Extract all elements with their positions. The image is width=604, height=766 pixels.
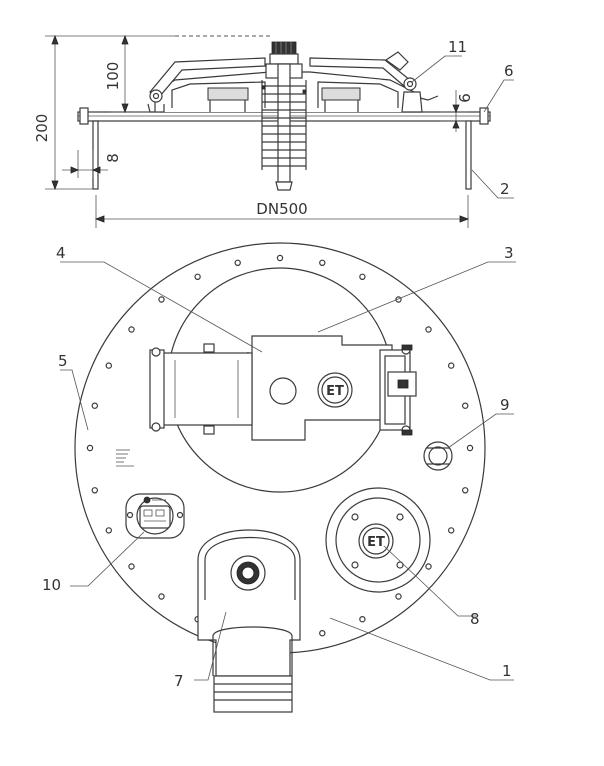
valve-tip <box>275 181 293 191</box>
nameplate-text-block <box>116 449 134 467</box>
callout-4: 4 <box>56 244 66 262</box>
bolt-hole <box>425 326 432 333</box>
callout-10: 10 <box>42 576 61 594</box>
gauge-fitting <box>125 493 185 539</box>
dim-height-total: 200 <box>33 114 51 143</box>
callout-11: 11 <box>448 38 467 56</box>
callout-2: 2 <box>500 180 510 198</box>
vent-fitting <box>423 441 453 471</box>
inspection-port: ET <box>325 487 431 593</box>
dim-diameter: DN500 <box>256 200 307 218</box>
lid-plate-boss <box>269 377 297 405</box>
bolt-hole <box>91 487 99 494</box>
bolt-hole <box>86 444 94 452</box>
valve-spring <box>261 80 307 170</box>
dim-gap: 6 <box>456 93 474 103</box>
callout-8: 8 <box>470 610 480 628</box>
bolt-hole <box>194 273 201 280</box>
flange-bolt-left <box>79 107 89 125</box>
lid-emblem-text: ET <box>326 384 344 399</box>
bolt-hole <box>462 402 469 409</box>
bolt-hole <box>462 487 469 494</box>
lid-emblem <box>317 372 353 408</box>
bolt-hole <box>319 630 326 637</box>
bolt-hole <box>91 402 99 409</box>
bolt-hole <box>105 362 113 369</box>
bolt-hole <box>276 254 284 262</box>
dim-flange-offset: 8 <box>104 153 122 163</box>
bolt-hole <box>105 527 113 534</box>
bolt-hole <box>448 527 455 534</box>
flange-bolt-holes <box>86 254 474 642</box>
bolt-hole <box>128 326 135 333</box>
bolt-hole <box>466 444 474 452</box>
callout-6: 6 <box>504 62 514 80</box>
flange-bolt-right <box>479 107 489 125</box>
plan-view: ET <box>42 242 516 713</box>
discharge-outlet <box>197 529 301 713</box>
bolt-hole <box>158 296 165 303</box>
shell-left <box>92 120 99 190</box>
bolt-hole <box>425 563 432 570</box>
dim-height-upper: 100 <box>104 62 122 91</box>
bolt-hole <box>359 616 366 623</box>
bolt-hole <box>448 362 455 369</box>
hinge-band <box>154 352 253 426</box>
bolt-hole <box>158 593 165 600</box>
side-view: 200 100 8 6 DN500 11 6 2 <box>33 34 514 228</box>
bolt-hole <box>234 259 241 266</box>
bolt-hole <box>319 259 326 266</box>
hinge-pin <box>149 89 163 103</box>
shell-right <box>465 120 472 190</box>
bolt-hole <box>359 273 366 280</box>
callout-7: 7 <box>174 672 184 690</box>
clamp-lever <box>384 51 409 71</box>
port-emblem-text: ET <box>367 535 385 550</box>
callout-5: 5 <box>58 352 68 370</box>
callout-1: 1 <box>502 662 512 680</box>
bolt-hole <box>128 563 135 570</box>
callout-3: 3 <box>504 244 514 262</box>
callout-9: 9 <box>500 396 510 414</box>
bolt-hole <box>395 593 402 600</box>
valve-stem <box>277 63 291 183</box>
